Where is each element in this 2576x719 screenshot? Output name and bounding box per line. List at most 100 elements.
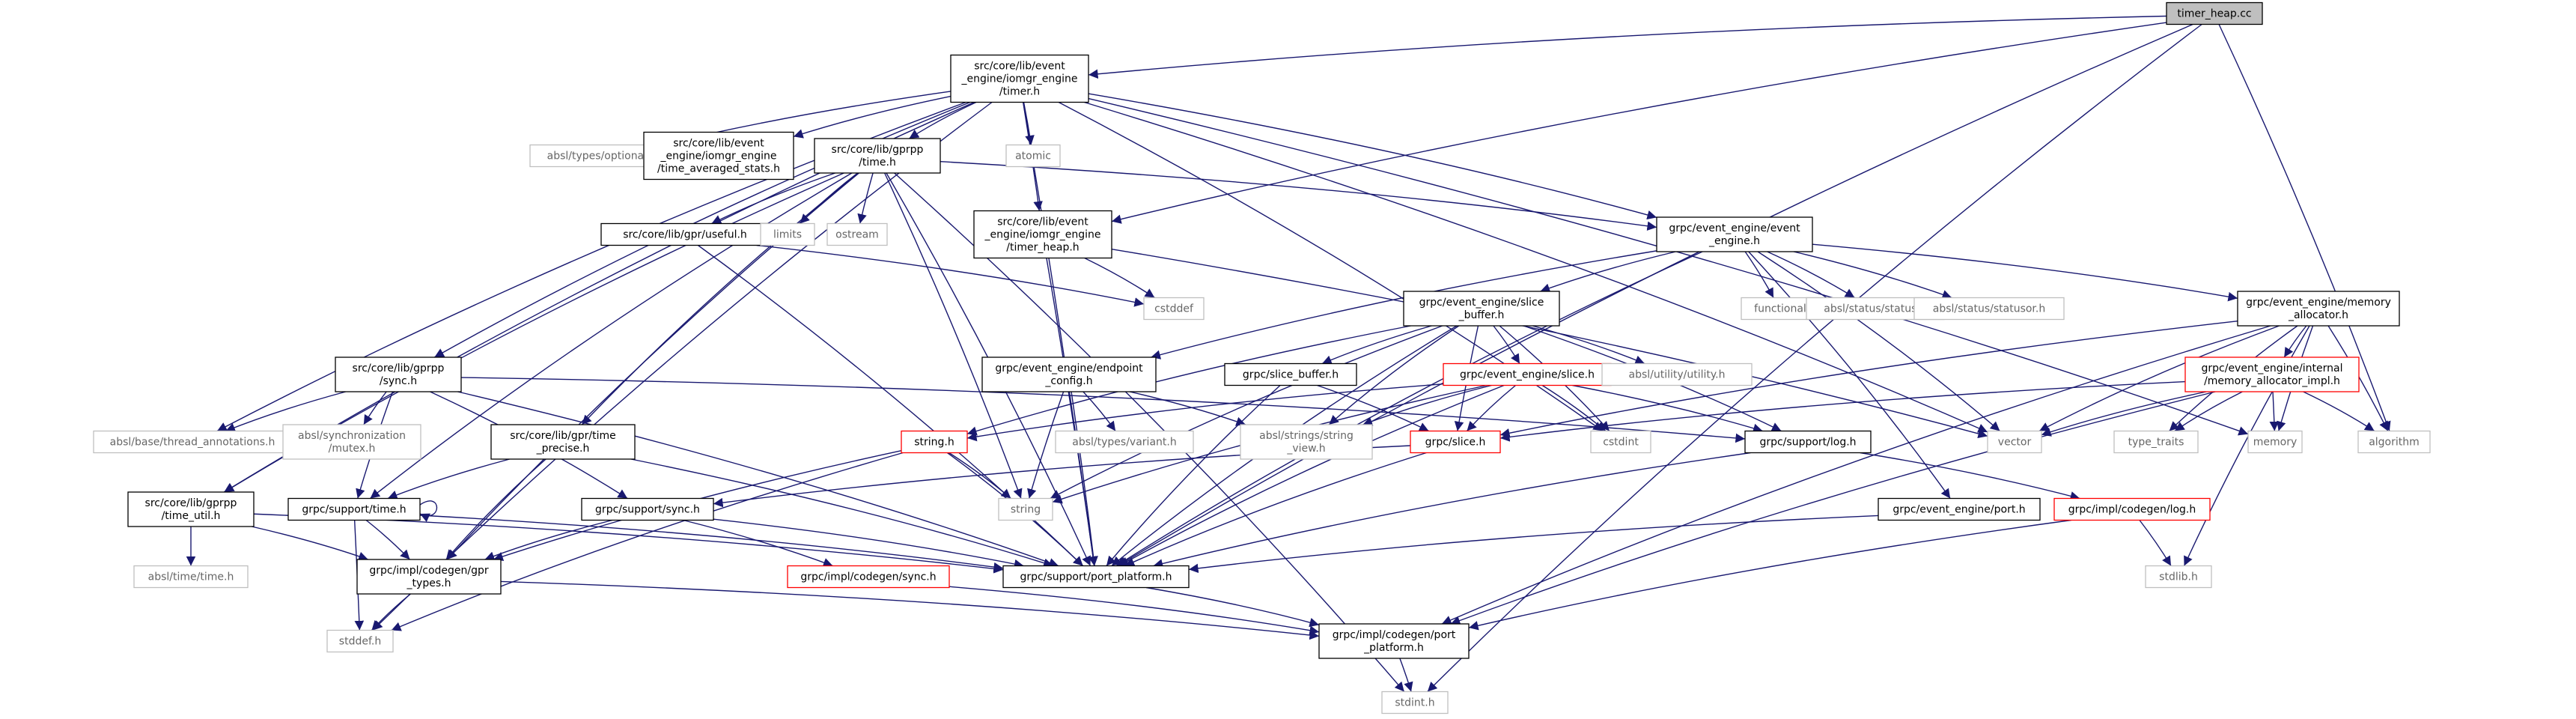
edge-mem-alloc-to-mem-impl xyxy=(2283,325,2307,358)
node-stddef[interactable]: stddef.h xyxy=(326,629,394,653)
node-cstdint[interactable]: cstdint xyxy=(1590,430,1651,454)
node-slice-buffer-ee[interactable]: grpc/event_engine/slice_buffer.h xyxy=(1403,291,1560,327)
node-gprpp-time[interactable]: src/core/lib/gprpp/time.h xyxy=(814,138,941,174)
node-ee-slice[interactable]: grpc/event_engine/slice.h xyxy=(1443,362,1612,386)
node-log-h[interactable]: grpc/support/log.h xyxy=(1744,430,1872,454)
node-absl-mutex[interactable]: absl/synchronization/mutex.h xyxy=(282,424,421,460)
edge-time-precise-to-support-time xyxy=(387,458,510,500)
node-label: src/core/lib/event xyxy=(673,138,764,150)
node-timer-h[interactable]: src/core/lib/event_engine/iomgr_engine/t… xyxy=(950,54,1089,103)
node-absl-time[interactable]: absl/time/time.h xyxy=(133,565,249,589)
node-label: stdint.h xyxy=(1395,697,1434,709)
edge-timer-heap-cc-to-port-platform xyxy=(1117,23,2193,567)
node-port-platform[interactable]: grpc/support/port_platform.h xyxy=(1002,565,1190,589)
node-box xyxy=(981,357,1157,392)
node-label: _platform.h xyxy=(1363,642,1424,654)
node-algorithm[interactable]: algorithm xyxy=(2357,430,2431,454)
node-label: grpc/event_engine/slice xyxy=(1419,297,1544,309)
node-label: grpc/slice_buffer.h xyxy=(1243,369,1339,381)
node-time-precise[interactable]: src/core/lib/gpr/time_precise.h xyxy=(490,424,636,460)
node-label: /timer_heap.h xyxy=(1006,242,1079,254)
edge-endpoint-config-to-variant xyxy=(1083,391,1116,431)
node-slice-buffer-h[interactable]: grpc/slice_buffer.h xyxy=(1224,362,1357,386)
edge-ee-event-engine-to-status xyxy=(1767,251,1855,299)
node-label: atomic xyxy=(1015,151,1051,163)
node-atomic[interactable]: atomic xyxy=(1005,144,1061,168)
node-codegen-sync[interactable]: grpc/impl/codegen/sync.h xyxy=(787,565,950,589)
node-box xyxy=(2053,497,2211,521)
node-box xyxy=(1913,297,2065,321)
node-box xyxy=(356,559,502,595)
node-useful[interactable]: src/core/lib/gpr/useful.h xyxy=(600,222,770,246)
node-type-traits[interactable]: type_traits xyxy=(2113,430,2199,454)
edge-ee-event-engine-to-functional xyxy=(1744,251,1774,298)
node-support-sync[interactable]: grpc/support/sync.h xyxy=(581,497,714,521)
edge-slice-buffer-h-to-grpc-slice xyxy=(1317,384,1429,432)
node-box xyxy=(950,54,1089,103)
node-box xyxy=(814,138,941,174)
edge-timer-h-to-gprpp-time xyxy=(909,101,977,139)
node-string-view[interactable]: absl/strings/string_view.h xyxy=(1240,424,1373,460)
node-label: type_traits xyxy=(2128,437,2184,449)
node-label: src/core/lib/gprpp xyxy=(832,144,924,156)
edge-ee-event-engine-to-statusor xyxy=(1793,251,1952,300)
node-variant[interactable]: absl/types/variant.h xyxy=(1055,430,1194,454)
node-time-avg[interactable]: src/core/lib/event_engine/iomgr_engine/t… xyxy=(643,131,794,180)
node-label: grpc/event_engine/port.h xyxy=(1893,504,2025,516)
node-string-h[interactable]: string.h xyxy=(901,430,968,454)
node-label: _engine/iomgr_engine xyxy=(660,151,777,163)
node-label: grpc/impl/codegen/log.h xyxy=(2068,504,2196,516)
edge-ee-slice-to-grpc-slice xyxy=(1466,384,1516,431)
edge-string-h-to-stddef xyxy=(391,452,904,631)
node-ostream[interactable]: ostream xyxy=(826,222,888,246)
edge-grpc-slice-to-port-platform xyxy=(1124,452,1427,567)
edge-sync-gprpp-to-log-h xyxy=(460,377,1746,443)
edge-time-precise-to-gpr-types xyxy=(445,458,546,560)
node-string[interactable]: string xyxy=(998,497,1053,521)
edge-ee-event-engine-to-mem-alloc xyxy=(1812,243,2238,302)
node-vector[interactable]: vector xyxy=(1987,430,2042,454)
node-statusor[interactable]: absl/status/statusor.h xyxy=(1913,297,2065,321)
edge-support-time-to-gpr-types xyxy=(365,519,410,560)
node-limits[interactable]: limits xyxy=(760,222,815,246)
node-mem-impl[interactable]: grpc/event_engine/internal/memory_alloca… xyxy=(2184,357,2360,392)
node-label: timer_heap.cc xyxy=(2177,8,2251,20)
node-box xyxy=(1318,623,1470,659)
node-label: absl/base/thread_annotations.h xyxy=(110,437,275,449)
edge-gprpp-time-to-useful xyxy=(711,172,835,225)
node-box xyxy=(901,430,968,454)
edge-timer-h-to-ee-event-engine xyxy=(1088,93,1657,220)
node-ee-port[interactable]: grpc/event_engine/port.h xyxy=(1878,497,2041,521)
node-box xyxy=(2166,1,2263,25)
node-label: absl/status/statusor.h xyxy=(1933,303,2045,315)
node-timer-heap-cc: timer_heap.cc xyxy=(2166,1,2263,25)
node-box xyxy=(1590,430,1651,454)
edges-layer xyxy=(186,15,2391,692)
node-grpc-slice[interactable]: grpc/slice.h xyxy=(1410,430,1501,454)
node-time-util[interactable]: src/core/lib/gprpp/time_util.h xyxy=(127,491,255,527)
nodes-layer: timer_heap.cc src/core/lib/event_engine/i… xyxy=(93,1,2431,715)
node-codegen-port[interactable]: grpc/impl/codegen/port_platform.h xyxy=(1318,623,1470,659)
node-gpr-types[interactable]: grpc/impl/codegen/gpr_types.h xyxy=(356,559,502,595)
node-ee-event-engine[interactable]: grpc/event_engine/event_engine.h xyxy=(1656,216,1813,252)
node-sync-gprpp[interactable]: src/core/lib/gprpp/sync.h xyxy=(335,357,462,392)
edge-gpr-types-to-codegen-port xyxy=(500,580,1320,640)
node-cstddef[interactable]: cstddef xyxy=(1143,297,1205,321)
node-thread-ann[interactable]: absl/base/thread_annotations.h xyxy=(93,430,292,454)
node-label: _config.h xyxy=(1044,375,1092,387)
node-memory[interactable]: memory xyxy=(2247,430,2303,454)
edge-ee-slice-to-string-view xyxy=(1362,384,1492,426)
edge-ee-event-engine-to-vector xyxy=(1757,251,2000,432)
node-support-time[interactable]: grpc/support/time.h xyxy=(287,497,421,521)
node-label: /memory_allocator_impl.h xyxy=(2204,375,2340,387)
edge-mem-alloc-to-vector xyxy=(2038,325,2280,432)
node-codegen-log[interactable]: grpc/impl/codegen/log.h xyxy=(2053,497,2211,521)
node-label: string xyxy=(1011,504,1041,516)
node-endpoint-config[interactable]: grpc/event_engine/endpoint_config.h xyxy=(981,357,1157,392)
node-label: /sync.h xyxy=(380,375,417,387)
node-mem-alloc[interactable]: grpc/event_engine/memory_allocator.h xyxy=(2237,291,2400,327)
node-utility[interactable]: absl/utility/utility.h xyxy=(1601,362,1753,386)
node-stdint[interactable]: stdint.h xyxy=(1381,691,1449,715)
node-timer-heap-h[interactable]: src/core/lib/event_engine/iomgr_engine/t… xyxy=(973,210,1112,259)
node-stdlib[interactable]: stdlib.h xyxy=(2145,565,2212,589)
